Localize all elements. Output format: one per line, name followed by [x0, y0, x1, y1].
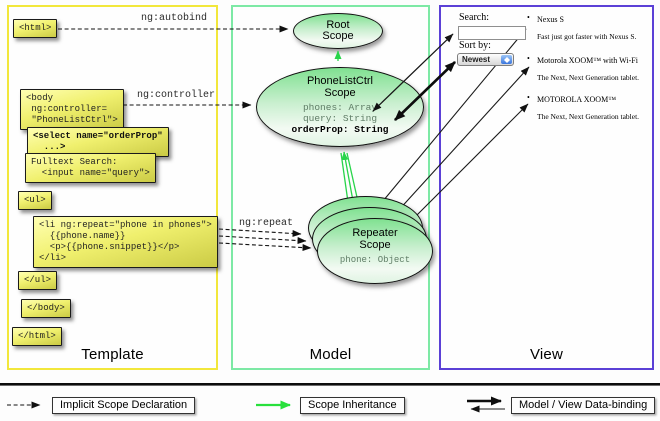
code-box-fulltext-search: Fulltext Search: <input name="query"> [25, 153, 156, 183]
phone-snippet: Fast just got faster with Nexus S. [537, 32, 637, 41]
bullet-icon: • [527, 93, 530, 102]
legend-separator-line [0, 383, 660, 386]
root-scope-ellipse: Root Scope [293, 13, 383, 49]
phone-name-text: Motorola XOOM™ with Wi-Fi [537, 56, 638, 65]
code-box-body-close: </body> [21, 299, 71, 318]
prop-phone: phone: Object [339, 255, 411, 265]
code-box-ul-close: </ul> [18, 271, 58, 290]
phone-name-text: MOTOROLA XOOM™ [537, 95, 617, 104]
phone-snippet: The Next, Next Generation tablet. [537, 73, 640, 82]
phone-list-item: • Nexus S Fast just got faster with Nexus… [527, 13, 657, 41]
up-down-stepper-icon [501, 55, 512, 64]
ng-repeat-label: ng:repeat [239, 218, 294, 229]
ng-autobind-label: ng:autobind [141, 13, 208, 24]
sort-dropdown-value: Newest [462, 55, 491, 64]
phone-list-item: • MOTOROLA XOOM™ The Next, Next Generatio… [527, 93, 657, 121]
view-column-label: View [529, 346, 564, 363]
phone-name: • Motorola XOOM™ with Wi-Fi [527, 54, 657, 66]
prop-query: query: String [302, 113, 378, 124]
repeater-scope-ellipse: Repeater Scope phone: Object [317, 218, 433, 284]
bullet-icon: • [527, 54, 530, 63]
legend-model-view-databinding: Model / View Data-binding [511, 397, 656, 414]
ng-controller-label: ng:controller [137, 90, 216, 101]
repeater-scope-title: Repeater Scope [352, 227, 398, 251]
phone-name: • MOTOROLA XOOM™ [527, 93, 657, 105]
phonelistctrl-scope-title: PhoneListCtrl Scope [306, 75, 374, 99]
phone-name: • Nexus S [527, 13, 657, 25]
code-box-ul-open: <ul> [18, 191, 52, 210]
phonelistctrl-scope-ellipse: PhoneListCtrl Scope phones: Array query:… [256, 67, 424, 147]
bullet-icon: • [527, 13, 530, 22]
search-label: Search: [459, 12, 489, 23]
code-box-li-repeat: <li ng:repeat="phone in phones"> {{phone… [33, 216, 218, 268]
prop-phones: phones: Array [302, 102, 378, 113]
sort-dropdown[interactable]: Newest [457, 53, 514, 66]
phone-snippet: The Next, Next Generation tablet. [537, 112, 640, 121]
search-input[interactable] [458, 26, 526, 40]
model-column-label: Model [309, 346, 352, 363]
phone-name-text: Nexus S [537, 15, 564, 24]
root-scope-title: Root Scope [322, 18, 354, 42]
legend-scope-inheritance: Scope Inheritance [300, 397, 405, 414]
phonelistctrl-scope-props: phones: Array query: String orderProp: S… [257, 102, 423, 135]
code-box-html-open: <html> [13, 19, 58, 38]
sort-by-label: Sort by: [459, 40, 491, 51]
code-box-body-open: <body ng:controller= "PhoneListCtrl"> [20, 89, 124, 130]
legend-double-arrow [467, 396, 505, 413]
legend-implicit-scope-declaration: Implicit Scope Declaration [52, 397, 196, 414]
template-column-label: Template [81, 346, 144, 363]
model-column: Model [231, 5, 430, 370]
prop-orderprop: orderProp: String [291, 124, 389, 135]
code-box-html-close: </html> [12, 327, 62, 346]
phone-list-item: • Motorola XOOM™ with Wi-Fi The Next, Nex… [527, 54, 657, 82]
